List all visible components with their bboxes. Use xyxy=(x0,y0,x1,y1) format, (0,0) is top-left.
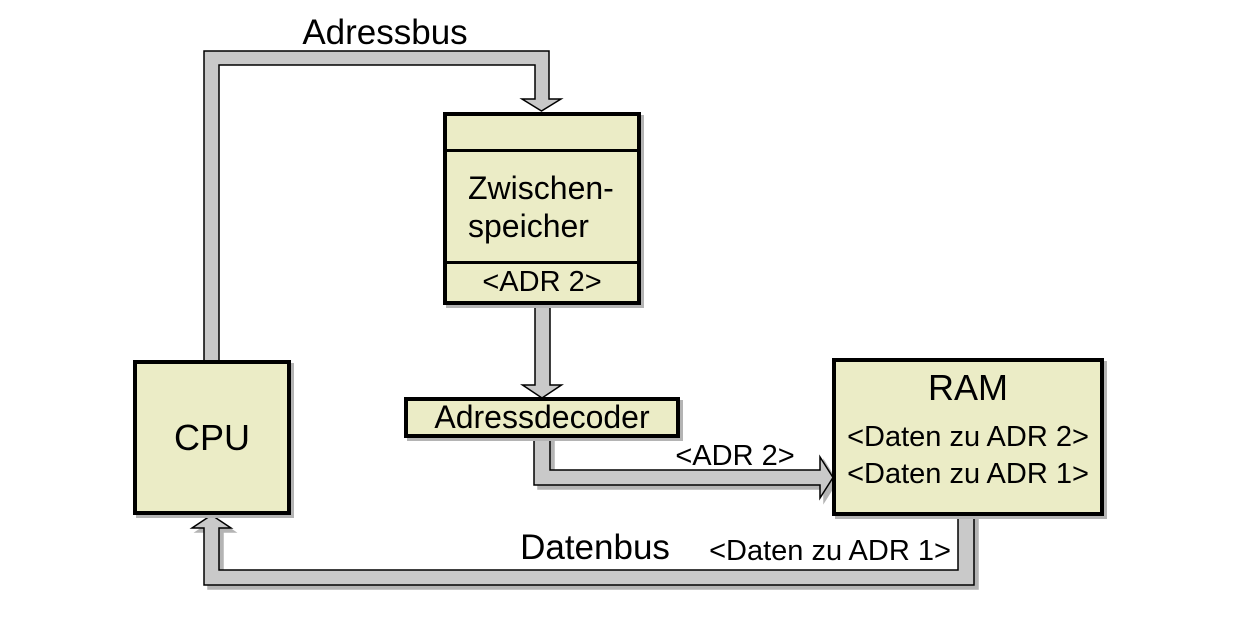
buffer-label-line2: speicher xyxy=(468,207,589,244)
ram-entry: <Daten zu ADR 2> xyxy=(847,421,1089,453)
ram-entries: <Daten zu ADR 2> <Daten zu ADR 1> xyxy=(836,419,1100,493)
decoder-to-ram-bus-label: <ADR 2> xyxy=(675,440,795,472)
buffer-label-line1: Zwischen- xyxy=(468,169,614,206)
buffer-to-decoder-arrow xyxy=(520,299,564,399)
buffer-label: Zwischen- speicher xyxy=(447,152,637,264)
data-bus-value-label: <Daten zu ADR 1> xyxy=(709,535,951,567)
ram-box: RAM <Daten zu ADR 2> <Daten zu ADR 1> xyxy=(832,358,1104,516)
ram-entry: <Daten zu ADR 1> xyxy=(847,458,1089,490)
address-decoder-label: Adressdecoder xyxy=(434,399,650,435)
ram-label: RAM xyxy=(928,367,1008,408)
cpu-box: CPU xyxy=(133,360,291,515)
cpu-label: CPU xyxy=(173,416,250,458)
buffer-address-value: <ADR 2> xyxy=(482,266,602,298)
buffer-empty-slot xyxy=(447,116,637,152)
data-bus-label: Datenbus xyxy=(520,528,670,567)
address-decoder-box: Adressdecoder xyxy=(404,397,680,438)
address-bus-label: Adressbus xyxy=(302,13,468,52)
address-bus-line xyxy=(203,50,564,363)
buffer-box: Zwischen- speicher <ADR 2> xyxy=(443,112,641,305)
